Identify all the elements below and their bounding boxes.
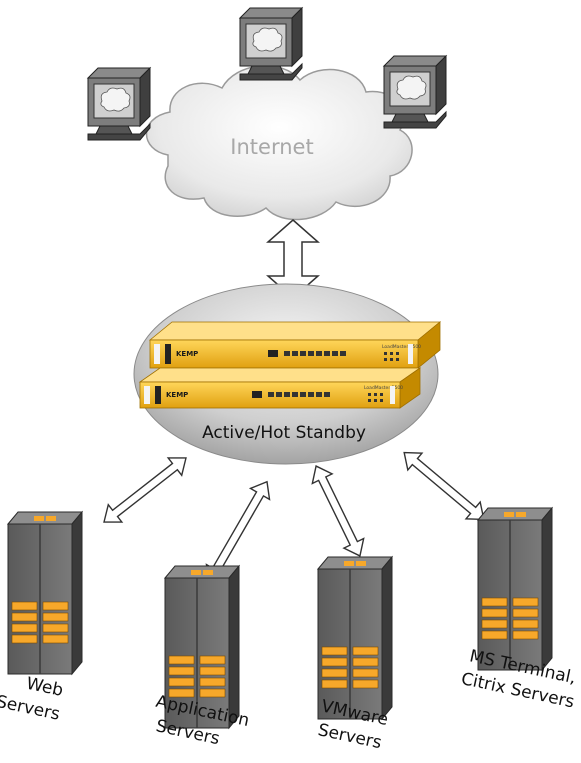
web-server-icon [7, 511, 83, 675]
appliance-primary: KEMP LoadMaster 2500 [148, 321, 442, 369]
svg-text:KEMP: KEMP [166, 391, 188, 399]
arrow-to-vmware-servers [311, 465, 365, 557]
svg-text:LoadMaster 2500: LoadMaster 2500 [364, 385, 403, 391]
vmware-server-icon [317, 556, 393, 720]
arrow-to-ms-terminal-servers [403, 451, 485, 521]
appliance-standby: KEMP LoadMaster 2500 [138, 367, 422, 409]
svg-text:KEMP: KEMP [176, 350, 198, 358]
arrow-to-web-servers [103, 457, 187, 523]
internet-cloud [145, 64, 413, 221]
ms-terminal-server-icon [477, 507, 553, 671]
svg-text:LoadMaster 2500: LoadMaster 2500 [382, 344, 421, 350]
internet-label: Internet [230, 135, 313, 159]
web-servers-label-line1: Web [24, 674, 64, 701]
pc-icon-left [87, 67, 151, 141]
cluster-label: Active/Hot Standby [202, 423, 366, 443]
